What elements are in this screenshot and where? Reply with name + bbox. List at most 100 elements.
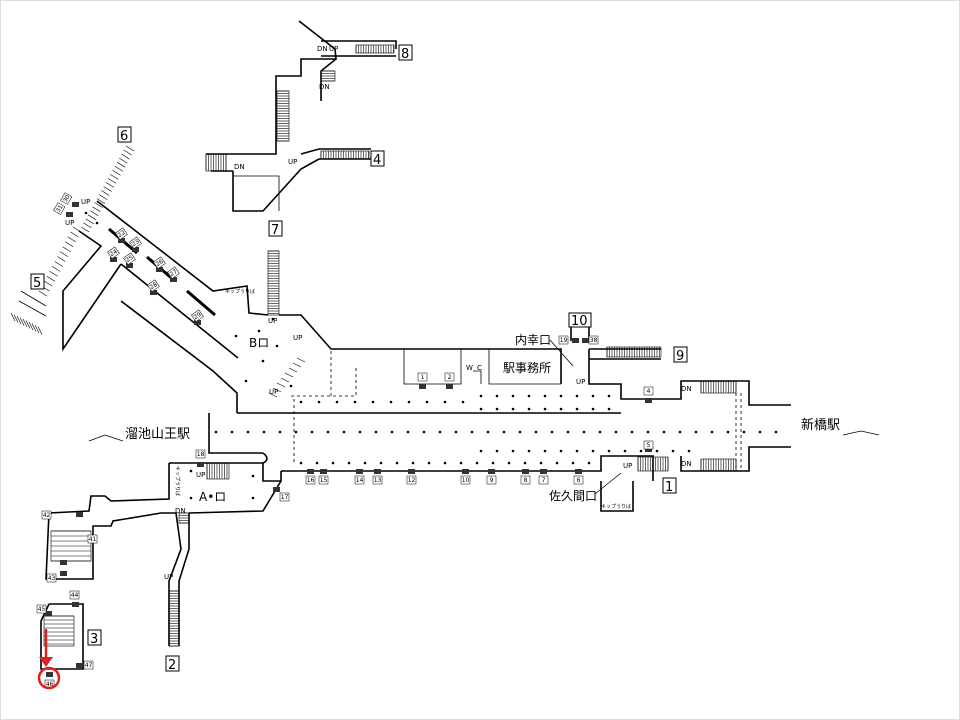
staircase (320, 70, 336, 82)
coin-locker[interactable]: 2 (444, 372, 455, 389)
pillar-dot (559, 407, 563, 411)
locker-number: 42 (43, 512, 51, 519)
pillar-dot (479, 449, 483, 453)
locker-number: 47 (85, 662, 93, 669)
coin-locker[interactable]: 28 (147, 279, 160, 295)
locker-number: 17 (281, 494, 289, 501)
pillar-dot (271, 317, 275, 321)
locker-number: 22 (117, 229, 127, 239)
coin-locker[interactable]: 5 (643, 440, 654, 452)
coin-locker[interactable]: 16 (305, 469, 316, 485)
coin-locker[interactable]: 22 (115, 227, 128, 243)
pillar-dot (575, 394, 579, 398)
pillar-dot (575, 407, 579, 411)
exit-2[interactable]: 2 (165, 655, 180, 673)
pillar-dot (299, 461, 303, 465)
coin-locker[interactable]: 6 (573, 469, 584, 485)
coin-locker[interactable]: 45 (36, 604, 52, 616)
locker-number: 27 (169, 268, 179, 278)
coin-locker[interactable]: 43 (46, 571, 67, 583)
coin-locker[interactable]: 7 (538, 469, 549, 485)
pillar-dot (374, 430, 378, 434)
stair-direction-labels: UP UP UP UP UP UP DN UP UP DN DN UP DN U… (65, 45, 692, 581)
locker-number: 2 (448, 374, 452, 381)
pillar-dot (479, 394, 483, 398)
pillar-dot (326, 430, 330, 434)
exit-8[interactable]: 8 (398, 44, 413, 62)
coin-locker[interactable]: 44 (69, 590, 80, 607)
coin-locker[interactable]: 13 (372, 469, 383, 485)
locker-number: 15 (320, 477, 328, 484)
coin-locker[interactable]: 15 (318, 469, 329, 485)
pillar-dot (189, 469, 193, 473)
coin-locker[interactable]: 41 (60, 534, 98, 565)
exit-6[interactable]: 6 (117, 126, 132, 144)
pillar-dot (470, 430, 474, 434)
coin-locker[interactable]: 30 (60, 192, 73, 217)
locker-number: 6 (577, 477, 581, 484)
locker-number: 5 (647, 442, 651, 449)
station-office: 駅事務所 (503, 361, 551, 375)
locker-number: 29 (193, 311, 203, 321)
svg-text:1: 1 (665, 480, 673, 495)
coin-locker[interactable]: 23 (129, 236, 142, 252)
exit-3[interactable]: 3 (87, 629, 102, 647)
stairs (10, 44, 737, 647)
pillar-dot (623, 449, 627, 453)
exit-4[interactable]: 4 (370, 150, 385, 168)
pillar-dot (491, 461, 495, 465)
coin-locker[interactable]: 26 (153, 256, 166, 272)
svg-text:4: 4 (373, 153, 381, 168)
staircase (43, 615, 75, 647)
coin-locker[interactable]: 1 (417, 372, 428, 389)
coin-locker[interactable]: 25 (123, 252, 136, 268)
exit-7[interactable]: 7 (268, 220, 283, 238)
coin-locker[interactable]: 18 (195, 449, 206, 467)
svg-text:UP: UP (329, 45, 338, 53)
exit-9[interactable]: 9 (673, 346, 688, 364)
pillar-dot (246, 430, 250, 434)
exit-5[interactable]: 5 (30, 273, 45, 291)
coin-locker[interactable]: 47 (76, 660, 94, 670)
pillar-dot (95, 221, 99, 225)
coin-locker[interactable]: 38 (582, 335, 599, 345)
pillar-dot (299, 400, 303, 404)
pillar-dot (234, 334, 238, 338)
locker-number: 44 (71, 592, 79, 599)
exit-10[interactable]: 10 (568, 312, 592, 329)
coin-locker[interactable]: 10 (460, 469, 471, 485)
staircase (700, 458, 737, 472)
pillar-dot (358, 430, 362, 434)
coin-locker[interactable]: 4 (643, 386, 654, 403)
pillar-dot (591, 449, 595, 453)
pillar-dot (639, 449, 643, 453)
coin-locker[interactable]: 31 (53, 202, 79, 215)
pillar-dot (543, 394, 547, 398)
coin-locker[interactable]: 17 (273, 487, 290, 502)
pillar-dot (459, 461, 463, 465)
svg-text:UP: UP (293, 334, 302, 342)
staircase (700, 380, 737, 394)
svg-text:6: 6 (120, 129, 128, 144)
coin-locker[interactable]: 24 (107, 246, 120, 262)
coin-locker[interactable]: 27 (167, 266, 180, 282)
locker-number: 18 (197, 451, 205, 458)
coin-locker[interactable]: 19 (558, 335, 579, 345)
staircase (206, 462, 230, 480)
coin-locker[interactable]: 12 (406, 469, 417, 485)
coin-locker[interactable]: 9 (486, 469, 497, 485)
pillar-dot (371, 400, 375, 404)
locker-number: 23 (131, 238, 141, 248)
coin-locker[interactable]: 29 (191, 309, 204, 325)
coin-locker[interactable]: 8 (520, 469, 531, 485)
svg-text:UP: UP (268, 317, 277, 325)
coin-locker[interactable]: 14 (354, 469, 365, 485)
coin-locker[interactable]: 46 (44, 672, 55, 689)
exit-1[interactable]: 1 (662, 477, 677, 495)
station-shimbashi: 新橋駅 (801, 417, 840, 433)
pillar-dot (379, 461, 383, 465)
coin-locker[interactable]: 42 (41, 510, 83, 520)
pillar-dot (347, 461, 351, 465)
pillar-dot (591, 394, 595, 398)
svg-text:DN: DN (317, 45, 328, 53)
